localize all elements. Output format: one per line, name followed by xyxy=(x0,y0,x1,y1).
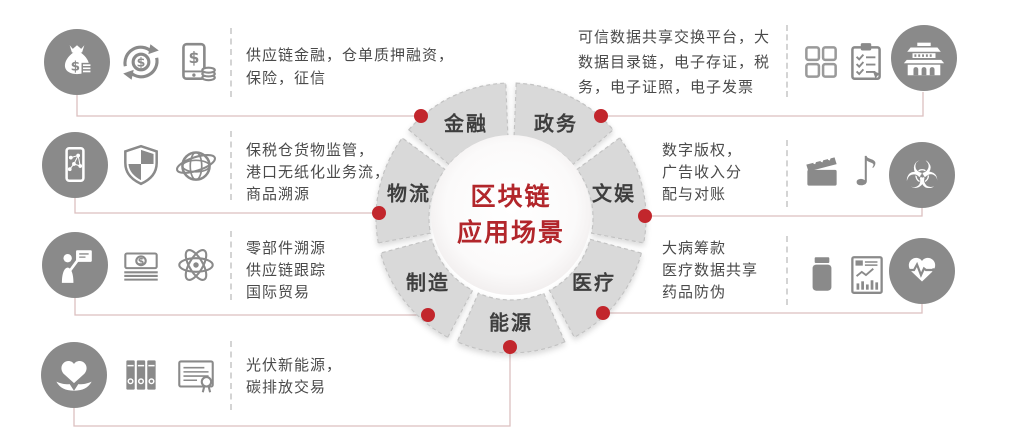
description-line: 数字版权， xyxy=(662,141,743,159)
hands-heart-icon xyxy=(41,342,107,408)
segment-label-government: 政务 xyxy=(534,111,578,136)
description-line: 国际贸易 xyxy=(246,283,311,301)
clapperboard-icon xyxy=(799,149,845,195)
connector-line-manufacturing xyxy=(74,298,428,316)
segment-label-energy: 能源 xyxy=(489,310,533,335)
svg-text:$: $ xyxy=(188,48,199,67)
government-description: 可信数据共享交换平台，大 数据目录链，电子存证，税 务，电子证照，电子发票 xyxy=(578,25,770,100)
money-bag-icon: $ xyxy=(44,29,110,95)
medicine-bottle-icon xyxy=(799,251,845,297)
group-divider xyxy=(230,28,232,97)
currency-exchange-icon: $ xyxy=(118,39,164,85)
music-note-icon: ♪ xyxy=(843,149,889,195)
biohazard-icon: ☣︎ xyxy=(889,142,955,208)
description-line: 商品溯源 xyxy=(246,185,311,203)
description-line: 广告收入分 xyxy=(662,163,743,181)
finance-description: 供应链金融，仓单质押融资， 保险，征信 xyxy=(246,44,454,90)
government-building-icon xyxy=(891,25,957,91)
segment-manufacturing-shape xyxy=(379,238,474,339)
connector-dot-entertainment xyxy=(638,209,652,223)
presenter-icon xyxy=(42,232,108,298)
connector-dot-medical xyxy=(596,306,610,320)
mobile-payment-icon: $ xyxy=(173,39,219,85)
phone-network-icon xyxy=(42,132,108,198)
description-line: 医疗数据共享 xyxy=(662,261,759,279)
diagram-title-line1: 区块链 xyxy=(470,182,552,211)
group-divider xyxy=(230,231,232,300)
binders-icon xyxy=(118,352,164,398)
checklist-icon xyxy=(843,39,889,85)
segment-label-medical: 医疗 xyxy=(572,270,616,295)
description-line: 保税仓货物监管， xyxy=(246,141,375,159)
connector-dot-manufacturing xyxy=(421,308,435,322)
svg-text:$: $ xyxy=(71,58,81,74)
grid-squares-icon xyxy=(798,39,844,85)
logistics-description: 保税仓货物监管， 港口无纸化业务流， 商品溯源 xyxy=(246,139,390,205)
connector-line-finance xyxy=(76,95,421,117)
entertainment-description: 数字版权， 广告收入分 配与对账 xyxy=(662,139,742,205)
medical-description: 大病筹款 医疗数据共享 药品防伪 xyxy=(662,237,758,303)
heart-pulse-icon xyxy=(889,238,955,304)
connector-line-government xyxy=(601,92,924,117)
segment-label-manufacturing: 制造 xyxy=(406,270,450,295)
manufacturing-description: 零部件溯源 供应链跟踪 国际贸易 xyxy=(246,237,326,303)
segment-logistics-shape xyxy=(375,137,446,244)
description-line: 务，电子证照，电子发票 xyxy=(578,78,755,96)
segment-energy-shape xyxy=(456,292,566,354)
svg-text:$: $ xyxy=(138,256,145,267)
connector-line-entertainment xyxy=(645,208,923,217)
globe-icon xyxy=(173,142,219,188)
description-line: 碳排放交易 xyxy=(246,378,327,396)
music-note-glyph: ♪ xyxy=(853,149,879,195)
biohazard-glyph: ☣︎ xyxy=(904,153,940,197)
description-line: 药品防伪 xyxy=(662,283,727,301)
group-divider xyxy=(230,341,232,410)
energy-description: 光伏新能源， 碳排放交易 xyxy=(246,354,342,398)
connector-dot-finance xyxy=(414,109,428,123)
description-line: 配与对账 xyxy=(662,185,727,203)
group-divider xyxy=(786,236,788,305)
segment-label-entertainment: 文娱 xyxy=(592,181,636,206)
connector-line-medical xyxy=(603,304,923,314)
segment-entertainment-shape xyxy=(576,137,647,244)
connector-dot-government xyxy=(594,109,608,123)
group-divider xyxy=(786,25,788,97)
description-line: 大病筹款 xyxy=(662,239,727,257)
wheel-center-circle xyxy=(431,135,591,295)
description-line: 供应链金融，仓单质押融资， xyxy=(246,46,455,64)
svg-text:$: $ xyxy=(137,55,146,70)
description-line: 供应链跟踪 xyxy=(246,261,327,279)
certificate-icon xyxy=(173,352,219,398)
description-line: 光伏新能源， xyxy=(246,356,343,374)
group-divider xyxy=(786,140,788,207)
shield-icon xyxy=(118,142,164,188)
segment-label-finance: 金融 xyxy=(444,111,488,136)
diagram-title-line2: 应用场景 xyxy=(456,218,566,247)
connector-dot-energy xyxy=(503,340,517,354)
diagram-title: 区块链 应用场景 xyxy=(457,179,565,251)
atom-icon xyxy=(173,242,219,288)
banknotes-icon: $ xyxy=(118,242,164,288)
segment-medical-shape xyxy=(548,238,643,339)
description-line: 零部件溯源 xyxy=(246,239,327,257)
connector-dot-logistics xyxy=(372,206,386,220)
chart-report-icon xyxy=(844,251,890,297)
description-line: 数据目录链，电子存证，税 xyxy=(578,53,771,71)
group-divider xyxy=(230,131,232,200)
description-line: 港口无纸化业务流， xyxy=(246,163,391,181)
description-line: 可信数据共享交换平台，大 xyxy=(578,28,771,46)
description-line: 保险，征信 xyxy=(246,69,327,87)
segment-label-logistics: 物流 xyxy=(387,181,431,206)
connector-line-logistics xyxy=(74,198,379,214)
connector-line-energy xyxy=(73,352,511,427)
